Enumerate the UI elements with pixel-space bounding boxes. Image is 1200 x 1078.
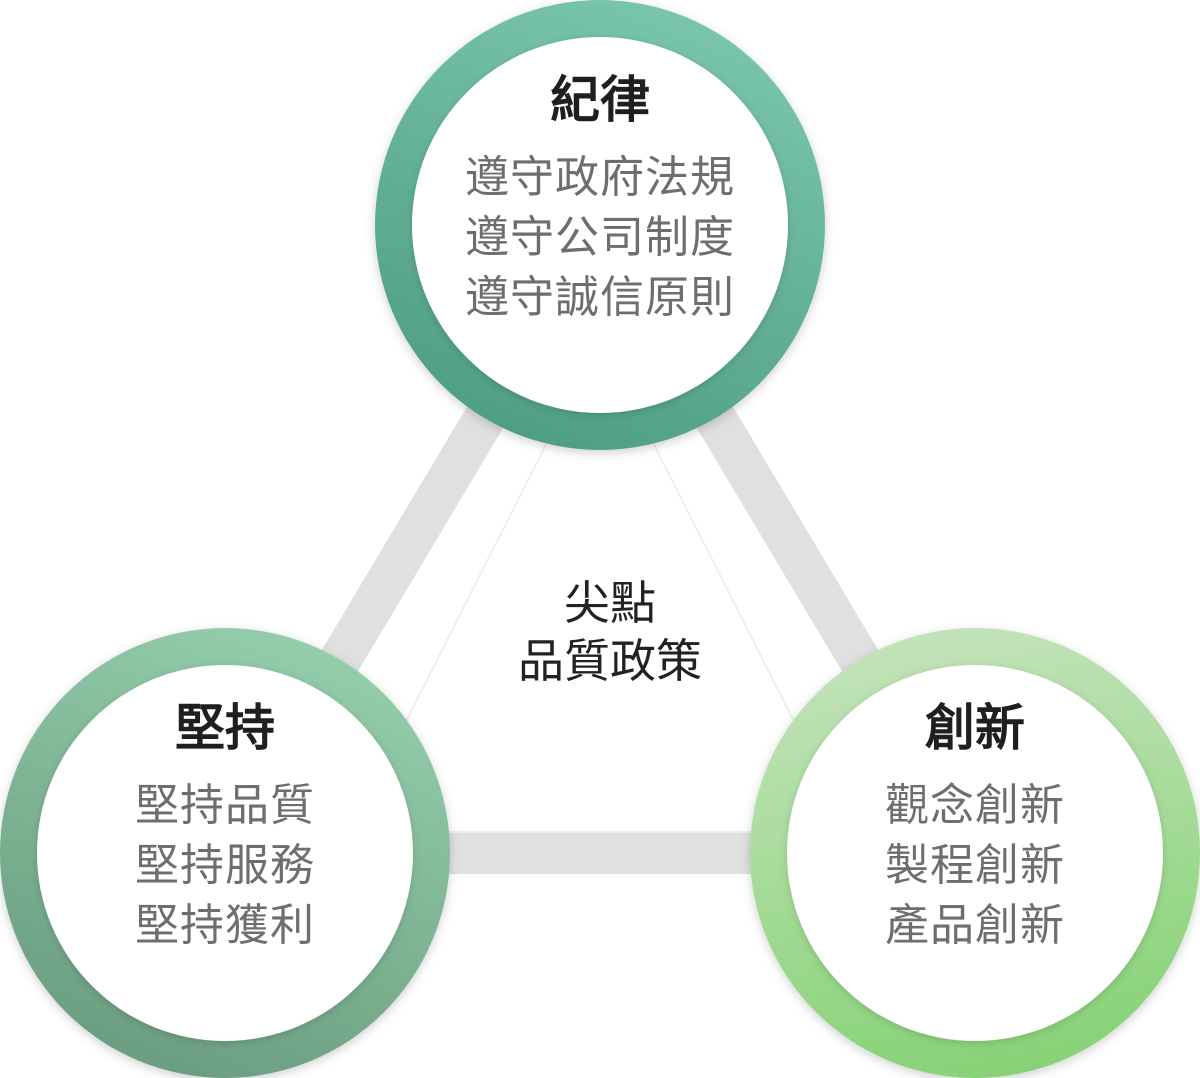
node-left-item: 堅持獲利 — [135, 900, 315, 951]
center-label: 尖點 品質政策 — [450, 575, 770, 691]
node-left-title: 堅持 — [175, 699, 275, 757]
node-right-item: 觀念創新 — [885, 780, 1065, 831]
node-top-title: 紀律 — [550, 71, 650, 129]
node-left-circle — [0, 628, 450, 1078]
node-top-label: 紀律 遵守政府法規 遵守公司制度 遵守誠信原則 — [440, 70, 760, 328]
node-right-label: 創新 觀念創新 製程創新 產品創新 — [825, 698, 1125, 956]
center-label-line2: 品質政策 — [518, 634, 702, 688]
node-top-item: 遵守政府法規 — [465, 152, 735, 203]
node-top-item: 遵守誠信原則 — [465, 272, 735, 323]
node-left-item: 堅持服務 — [135, 840, 315, 891]
node-right-item: 製程創新 — [885, 840, 1065, 891]
center-label-line1: 尖點 — [564, 576, 656, 630]
node-right-circle — [750, 628, 1200, 1078]
inner-triangle — [348, 335, 852, 833]
node-left-label: 堅持 堅持品質 堅持服務 堅持獲利 — [75, 698, 375, 956]
node-left-item: 堅持品質 — [135, 780, 315, 831]
node-right-title: 創新 — [925, 699, 1025, 757]
node-top-circle — [375, 0, 825, 450]
node-top-item: 遵守公司制度 — [465, 212, 735, 263]
node-right-item: 產品創新 — [885, 900, 1065, 951]
